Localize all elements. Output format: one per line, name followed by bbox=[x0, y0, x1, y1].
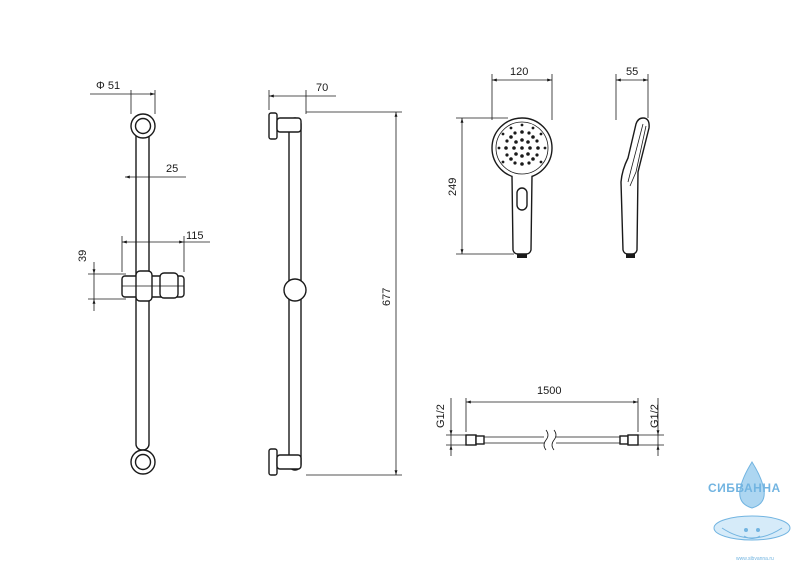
hand-shower-side-view: 55 bbox=[615, 66, 650, 258]
hose-view: 1500 G1/2 G1/2 bbox=[435, 385, 664, 456]
dim-thread-right: G1/2 bbox=[649, 404, 661, 428]
watermark-url: www.sibvanna.ru bbox=[736, 556, 774, 562]
watermark-logo: СИБВАННА www.sibvanna.ru bbox=[708, 461, 791, 562]
dim-hose-length: 1500 bbox=[537, 385, 561, 397]
dim-slider-height: 39 bbox=[77, 250, 89, 262]
mode-button bbox=[516, 187, 528, 211]
hand-shower-front-view: 120 249 bbox=[447, 66, 553, 258]
watermark-brand: СИБВАННА bbox=[708, 481, 781, 495]
dim-shower-width: 120 bbox=[510, 66, 528, 78]
bathtub-icon bbox=[713, 515, 791, 541]
bar-side-view: 70 677 bbox=[268, 82, 402, 476]
bar-front-view: Φ 51 25 115 39 bbox=[77, 80, 210, 475]
dim-bar-length: 677 bbox=[381, 288, 393, 306]
dim-depth: 70 bbox=[316, 82, 328, 94]
slider-knob bbox=[283, 278, 307, 302]
dim-shower-side: 55 bbox=[626, 66, 638, 78]
dim-shower-height: 249 bbox=[447, 178, 459, 196]
dim-slider-width: 115 bbox=[186, 230, 204, 242]
shower-side-body bbox=[620, 117, 650, 255]
dim-holder-diameter: Φ 51 bbox=[96, 80, 120, 92]
dim-thread-left: G1/2 bbox=[435, 404, 447, 428]
dim-bar-offset: 25 bbox=[166, 163, 178, 175]
water-drop-icon bbox=[739, 461, 765, 509]
nozzles bbox=[497, 123, 547, 166]
slider-holder bbox=[121, 270, 185, 302]
